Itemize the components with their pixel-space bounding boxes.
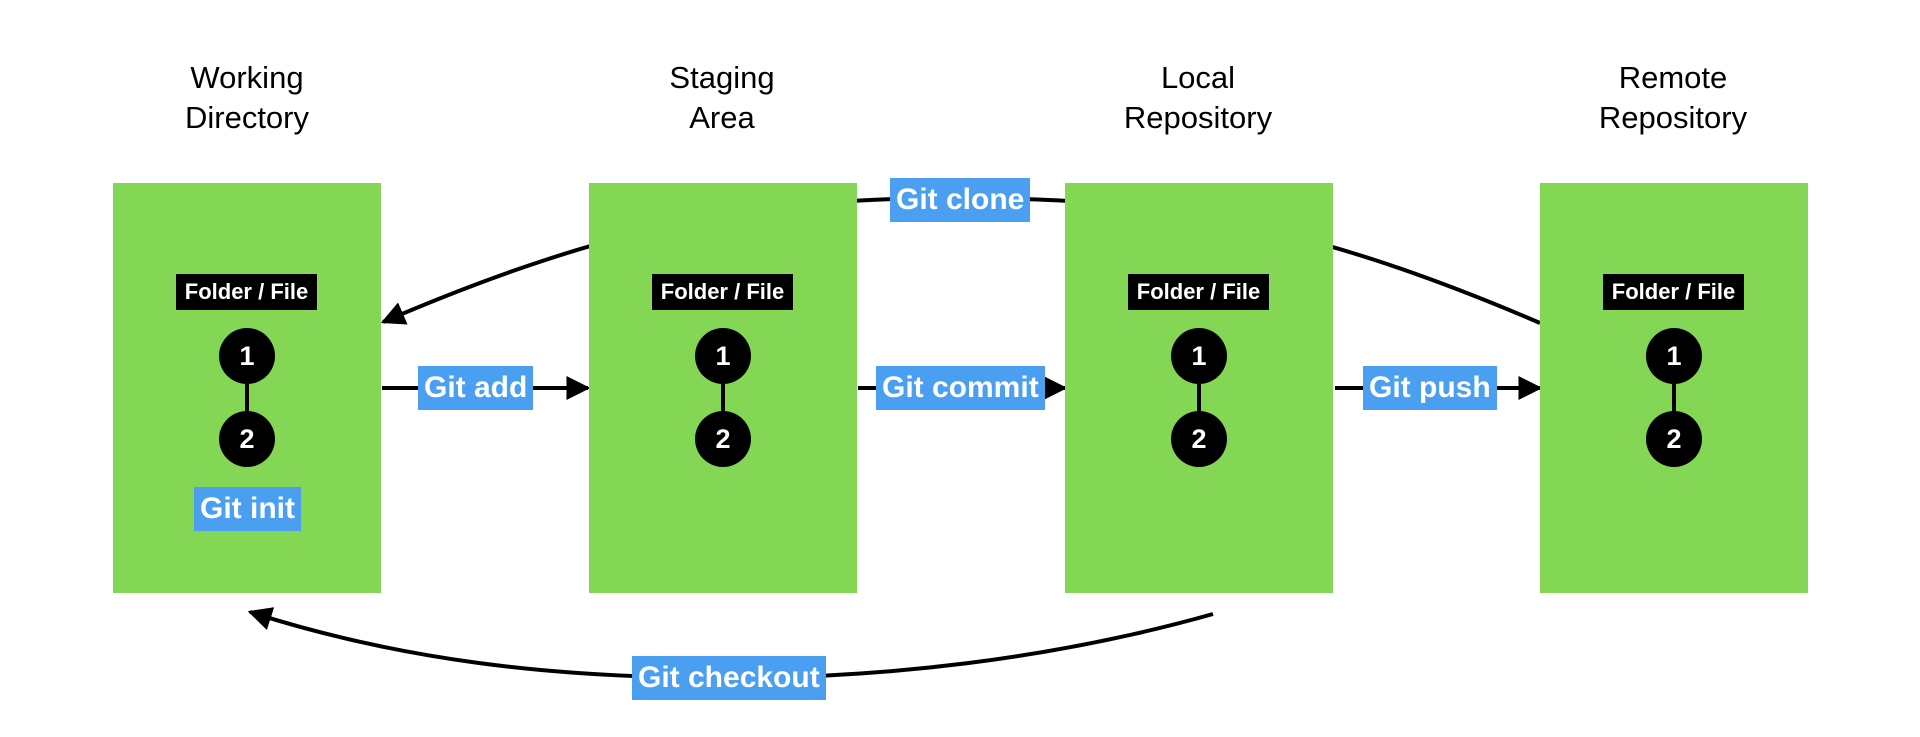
git-clone-label: Git clone bbox=[890, 178, 1031, 222]
file-label: Folder / File bbox=[1128, 274, 1269, 310]
commit-node: 1 bbox=[1171, 328, 1227, 384]
commit-node: 2 bbox=[219, 411, 275, 467]
stage-title-line: Repository bbox=[1598, 100, 1748, 135]
stage-title-line: Staging bbox=[669, 60, 775, 95]
file-label: Folder / File bbox=[1603, 274, 1744, 310]
commit-node: 2 bbox=[1171, 411, 1227, 467]
stage-title-remote: Remote Repository bbox=[1523, 58, 1823, 138]
commit-node: 1 bbox=[1646, 328, 1702, 384]
stage-title-line: Remote bbox=[1618, 60, 1728, 95]
stage-title-line: Area bbox=[689, 100, 755, 135]
file-label: Folder / File bbox=[176, 274, 317, 310]
stage-title-line: Local bbox=[1160, 60, 1236, 95]
git-push-label: Git push bbox=[1363, 366, 1497, 410]
file-label: Folder / File bbox=[652, 274, 793, 310]
stage-title-local: Local Repository bbox=[1048, 58, 1348, 138]
git-add-label: Git add bbox=[418, 366, 534, 410]
commit-node: 2 bbox=[1646, 411, 1702, 467]
stage-title-staging: Staging Area bbox=[572, 58, 872, 138]
git-init-label: Git init bbox=[194, 487, 301, 531]
stage-title-line: Repository bbox=[1123, 100, 1273, 135]
stage-title-line: Directory bbox=[184, 100, 309, 135]
git-checkout-label: Git checkout bbox=[632, 656, 826, 700]
commit-node: 1 bbox=[695, 328, 751, 384]
stage-title-working: Working Directory bbox=[97, 58, 397, 138]
commit-node: 1 bbox=[219, 328, 275, 384]
git-commit-label: Git commit bbox=[876, 366, 1045, 410]
stage-title-line: Working bbox=[190, 60, 304, 95]
commit-node: 2 bbox=[695, 411, 751, 467]
